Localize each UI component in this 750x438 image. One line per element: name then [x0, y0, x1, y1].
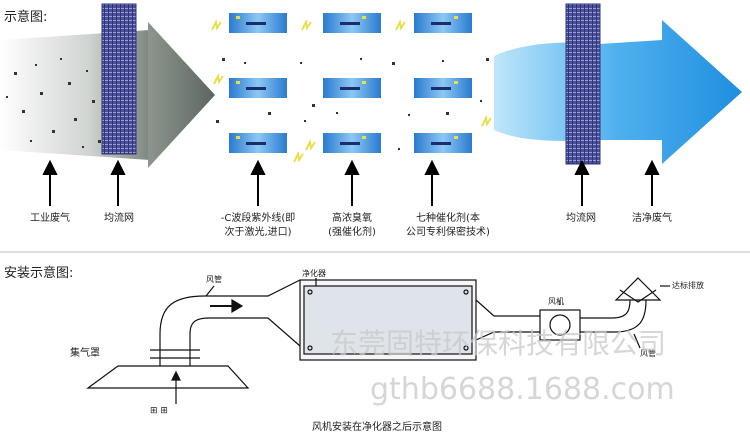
uv-lamp: [229, 133, 287, 153]
label-seven-catalysts: 七种催化剂(本 公司专利保密技术): [406, 213, 490, 238]
duct-label-right: 风管: [640, 349, 656, 358]
flow-mesh-left: [101, 3, 137, 155]
pointer-arrows: [42, 159, 660, 206]
discharge-label: 达标排放: [672, 281, 704, 290]
clean-exhaust-arrow: [494, 20, 742, 164]
uv-lamp: [323, 13, 381, 33]
installation-heading: 安装示意图:: [4, 266, 74, 281]
hood-label: 集气罩: [70, 348, 100, 359]
fan-label: 风机: [548, 297, 564, 306]
horizontal-duct-left: [205, 279, 301, 347]
horizontal-duct-right: [475, 299, 540, 341]
discharge-cap: [614, 277, 662, 301]
label-industrial-exhaust: 工业废气: [30, 213, 70, 224]
url-watermark: gthb6688.1688.com: [370, 372, 675, 407]
installation-schematic: [86, 277, 670, 404]
uv-lamp: [229, 78, 287, 98]
ground-marks: ⊞ ⊞: [150, 406, 168, 416]
uv-lamp-array: [229, 13, 472, 153]
outlet-duct: [580, 299, 647, 333]
label-flow-mesh-left: 均流网: [104, 213, 134, 224]
uv-lamp: [323, 78, 381, 98]
uv-lamp: [414, 13, 472, 33]
gas-hood: [86, 365, 250, 389]
diagram-heading: 示意图:: [4, 10, 48, 25]
purifier-label: 净化器: [302, 269, 326, 278]
label-high-ozone: 高浓臭氧 (强催化剂): [328, 213, 376, 238]
label-uv-lamp: -C波段紫外线(即 次于激光,进口): [220, 213, 296, 238]
label-clean-exhaust: 洁净废气: [632, 213, 672, 224]
company-watermark: 东莞固特环保科技有限公司: [330, 327, 667, 360]
ozone-sparks: [211, 18, 492, 163]
label-flow-mesh-right: 均流网: [566, 213, 596, 224]
uv-lamp: [323, 133, 381, 153]
flow-mesh-right: [565, 3, 601, 165]
uv-lamp: [414, 78, 472, 98]
residue-particles: [216, 58, 489, 150]
installation-caption: 风机安装在净化器之后示意图: [312, 422, 442, 433]
duct-label-left: 风管: [206, 275, 222, 284]
uv-lamp: [229, 13, 287, 33]
uv-lamp: [414, 133, 472, 153]
